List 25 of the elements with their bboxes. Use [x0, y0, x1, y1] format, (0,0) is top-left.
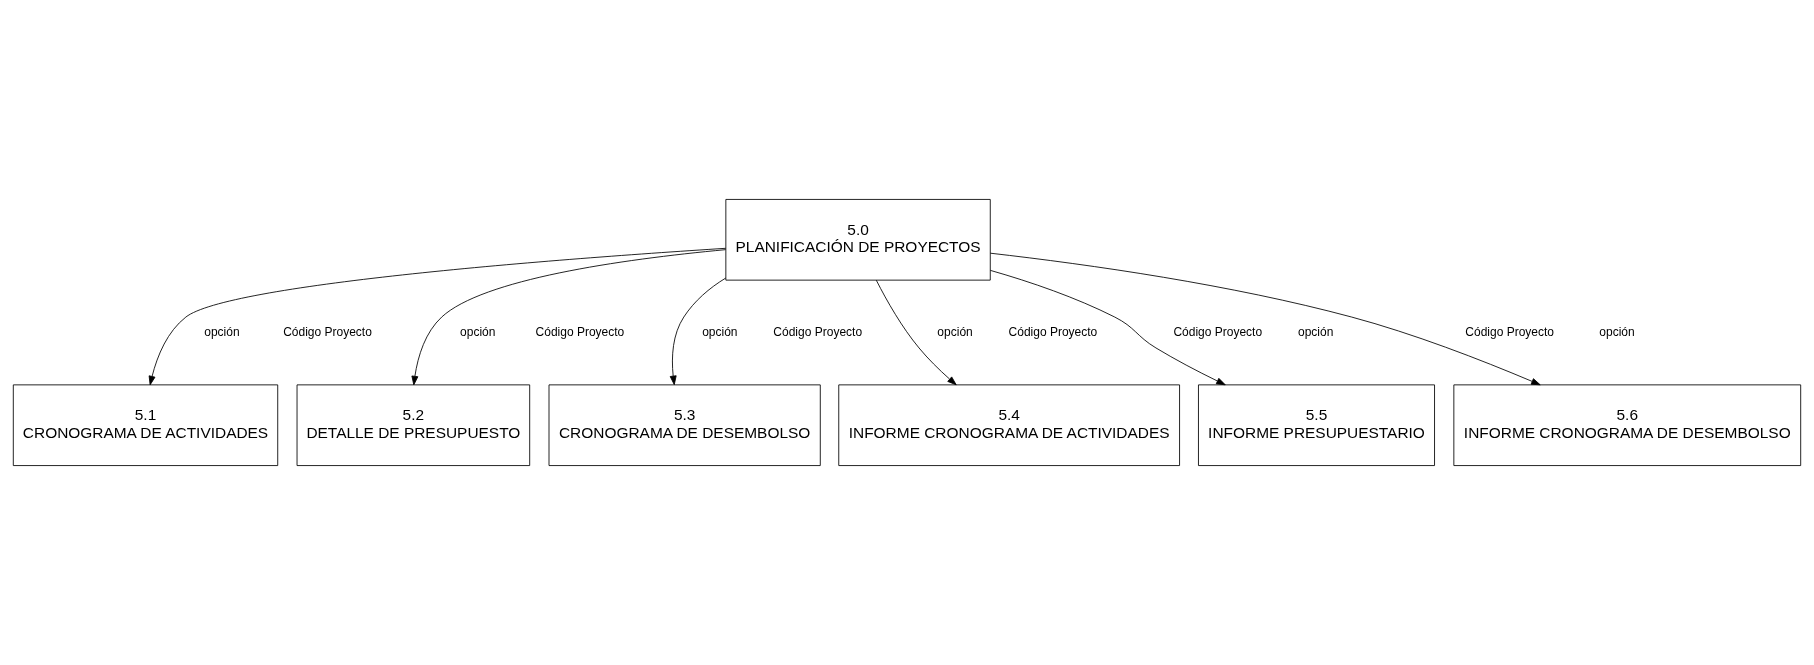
label: Código Proyecto: [1008, 324, 1098, 339]
node-box: 5.5 INFORME PRESUPUESTARIO: [1198, 384, 1435, 466]
arrow: [669, 277, 727, 386]
node-box: 5.6 INFORME CRONOGRAMA DE DESEMBOLSO: [1453, 384, 1802, 466]
node-box: 5.1 CRONOGRAMA DE ACTIVIDADES: [12, 384, 279, 466]
node-box: 5.0 PLANIFICACIÓN DE PROYECTOS: [725, 199, 991, 281]
node-box: 5.3 CRONOGRAMA DE DESEMBOLSO: [548, 384, 821, 466]
label: opción: [702, 324, 738, 339]
label: opción: [460, 324, 496, 339]
node-box: 5.4 INFORME CRONOGRAMA DE ACTIVIDADES: [838, 384, 1180, 466]
label: Código Proyecto: [283, 324, 372, 339]
label: opción: [204, 324, 240, 339]
arrow: [990, 269, 1226, 386]
arrow: [989, 252, 1541, 386]
label: Código Proyecto: [1465, 324, 1555, 339]
label: Código Proyecto: [773, 324, 863, 339]
label: opción: [937, 324, 973, 339]
label: opción: [1297, 324, 1334, 339]
label: Código Proyecto: [535, 324, 625, 339]
arrow: [411, 249, 727, 386]
node-box: 5.2 DETALLE DE PRESUPUESTO: [296, 384, 531, 466]
label: Código Proyecto: [1173, 324, 1263, 339]
label: opción: [1599, 324, 1635, 339]
arrow: [148, 247, 727, 386]
arrow: [875, 279, 957, 386]
